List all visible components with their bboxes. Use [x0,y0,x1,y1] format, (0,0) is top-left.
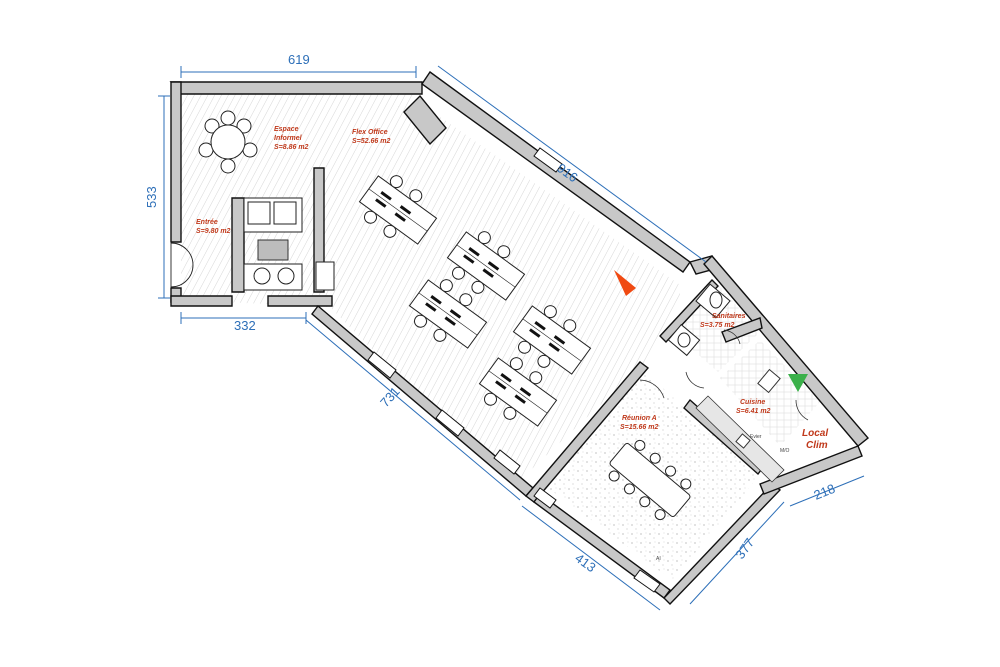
round-table-group [198,110,258,174]
marker-green [788,374,808,392]
label-entree: Entrée [196,219,218,226]
north-marker-red [614,270,636,296]
cabinet [315,261,335,291]
dim-bottom-left: 332 [234,318,256,333]
label-sanitaires-area: S=3.75 m2 [700,322,735,329]
label-reunion-area: S=15.66 m2 [620,424,658,431]
floor-kitchen [720,340,820,446]
label-espace-informel-area: S=8.86 m2 [274,144,309,151]
door-arcs [639,329,809,421]
label-local-clim-1: Local [802,428,828,439]
desk-cluster-5 [478,357,558,427]
walls [169,71,870,605]
label-sanitaires: Sanitaires [712,313,746,320]
meeting-table [608,439,692,521]
entrance-door[interactable] [170,242,194,288]
windows [367,147,661,593]
kitchen-counter [695,368,785,483]
desk-cluster-4 [512,305,592,375]
label-flex-office-area: S=52.66 m2 [352,138,390,145]
label-entree-area: S=9.80 m2 [196,228,231,235]
dim-left: 533 [144,186,159,208]
label-flex-office: Flex Office [352,129,388,136]
dim-bottom-meeting: 413 [572,550,598,575]
dim-right-clim: 218 [812,481,838,503]
dim-top: 619 [288,52,310,67]
label-cuisine: Cuisine [740,399,765,406]
label-espace-informel-1: Espace [274,126,299,133]
label-ai: AI [656,556,661,562]
label-mo: M/O [780,448,790,454]
label-local-clim-2: Clim [806,440,828,451]
desk-cluster-2 [446,231,526,301]
floor-sanitaires [668,278,760,372]
desk-cluster-3 [408,279,488,349]
dim-right-meeting: 377 [732,535,757,561]
label-evier: Evier [750,434,762,440]
label-espace-informel-2: Informel [274,135,303,142]
dimension-lines [158,65,865,611]
label-cuisine-area: S=6.41 m2 [736,408,771,415]
desk-cluster-1 [358,175,438,245]
label-reunion: Réunion A [622,415,657,422]
toilet-fixtures [667,283,731,357]
sofa [243,197,303,291]
